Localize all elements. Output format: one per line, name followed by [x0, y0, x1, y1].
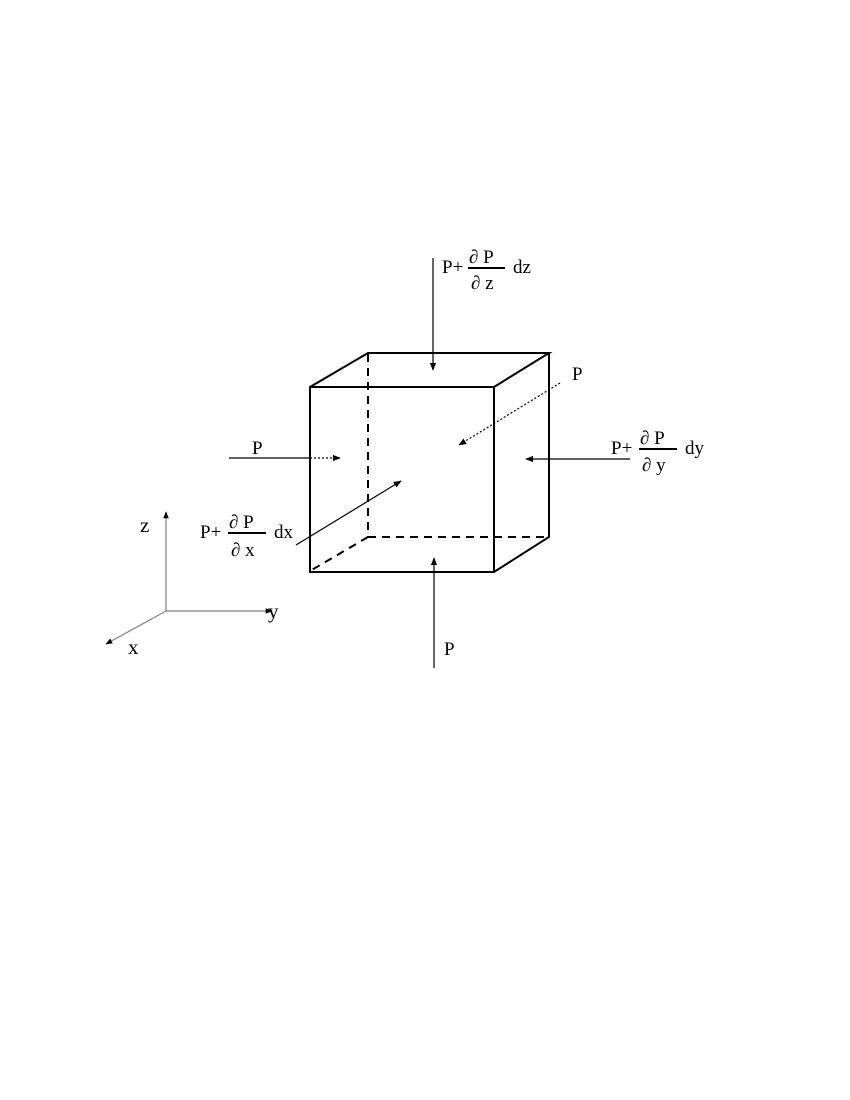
arrow-back-p	[458, 382, 561, 446]
svg-text:∂ P: ∂ P	[229, 512, 254, 533]
svg-text:dz: dz	[513, 257, 531, 278]
label-back-p: P	[572, 364, 583, 385]
svg-text:∂ x: ∂ x	[231, 540, 255, 561]
svg-text:∂ z: ∂ z	[471, 273, 494, 294]
label-left-p: P	[252, 438, 263, 459]
label-bottom-p: P	[444, 639, 455, 660]
svg-text:∂ y: ∂ y	[642, 455, 666, 476]
z-axis-label: z	[140, 513, 149, 537]
x-axis-label: x	[128, 635, 139, 659]
label-front-dx: P+ ∂ P ∂ x dx	[200, 512, 294, 561]
svg-text:∂ P: ∂ P	[469, 247, 494, 268]
svg-text:∂ P: ∂ P	[640, 428, 665, 449]
svg-text:P+: P+	[442, 257, 463, 278]
arrow-front-dx	[295, 480, 402, 546]
coordinate-axes	[105, 511, 273, 645]
svg-text:P+: P+	[200, 522, 221, 543]
svg-text:dy: dy	[685, 438, 705, 459]
label-right-dy: P+ ∂ P ∂ y dy	[611, 428, 705, 476]
svg-text:dx: dx	[274, 522, 294, 543]
label-top-dz: P+ ∂ P ∂ z dz	[442, 247, 531, 294]
cube	[309, 352, 553, 573]
cube-hidden-edges	[309, 354, 549, 572]
svg-text:P+: P+	[611, 438, 632, 459]
x-axis	[105, 610, 167, 645]
y-axis-label: y	[268, 599, 279, 623]
